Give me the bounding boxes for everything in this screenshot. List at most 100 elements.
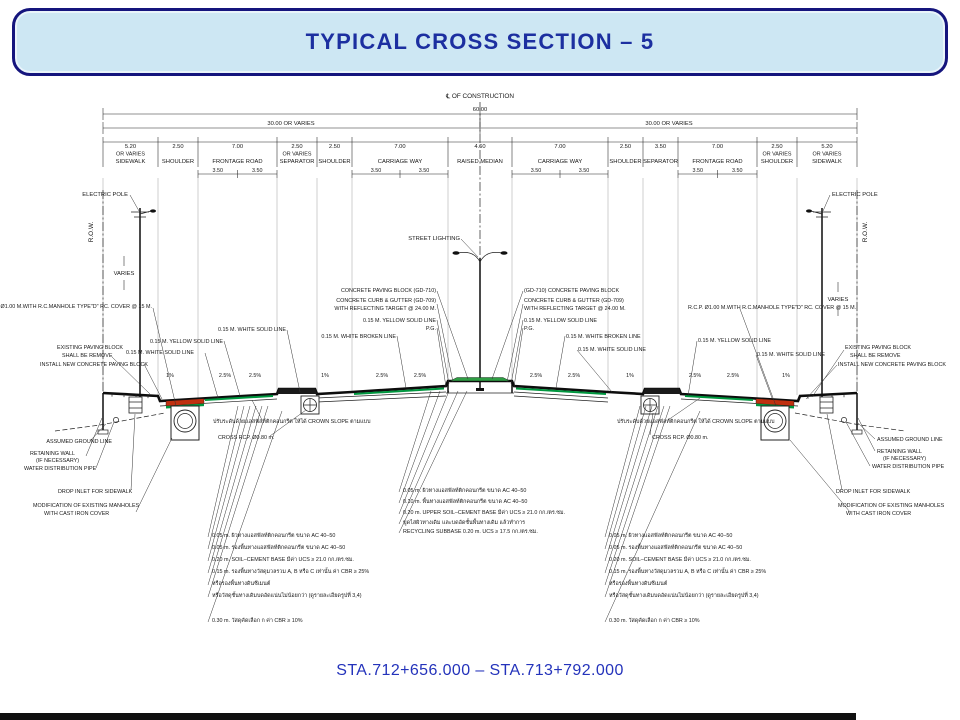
varies-label-left: VARIES <box>114 271 135 277</box>
existing-paving-label-right-2: SHALL BE REMOVE <box>850 353 901 359</box>
dim-lane-half: 3.50 <box>579 168 590 174</box>
slope-label: 2.5% <box>219 373 231 379</box>
drop-inlet-label-right: DROP INLET FOR SIDEWALK <box>836 489 911 495</box>
install-new-label-right: INSTALL NEW CONCRETE PAVING BLOCK <box>838 362 946 368</box>
dim-seg-name: SHOULDER <box>318 159 350 165</box>
electric-pole-left <box>131 208 156 398</box>
construction-cl-label: ℄ OF CONSTRUCTION <box>445 93 514 100</box>
dim-seg-w: 3.50 <box>655 144 666 150</box>
manhole-mod-label-left-2: WITH CAST IRON COVER <box>44 511 109 517</box>
retaining-wall-label-left-1: RETAINING WALL <box>30 451 75 457</box>
white-solid-label-right-outer: 0.15 M. WHITE SOLID LINE <box>757 352 825 358</box>
pavement-note: 0.05 m. ผิวทางแอสฟัลท์ติกคอนกรีต ขนาด AC… <box>609 532 732 539</box>
dim-seg-w: 7.00 <box>712 144 723 150</box>
dim-seg-name: FRONTAGE ROAD <box>212 159 262 165</box>
curb-gutter-label-left-2: WITH REFLECTING TARGET @ 24.00 M. <box>334 306 436 312</box>
paving-block-label-right: (GD-710) CONCRETE PAVING BLOCK <box>524 288 619 294</box>
manhole-mod-label-right-2: WITH CAST IRON COVER <box>846 511 911 517</box>
stack-leader-lines <box>207 390 701 623</box>
rc-manhole-right <box>760 405 790 441</box>
dim-seg-w: 2.50 <box>291 144 302 150</box>
yellow-solid-label-right-outer: 0.15 M. YELLOW SOLID LINE <box>698 338 771 344</box>
extension-lines <box>102 178 858 398</box>
dim-half-right: 30.00 OR VARIES <box>645 121 692 127</box>
pavement-note: ขูดไสผิวทางเดิม และบดอัดชั้นพื้นทางเดิม … <box>403 518 525 526</box>
assumed-ground-label-right: ASSUMED GROUND LINE <box>877 437 943 443</box>
dim-seg-name: SHOULDER <box>162 159 194 165</box>
dim-seg-name: CARRIAGE WAY <box>378 159 423 165</box>
dim-seg-sub: OR VARIES <box>763 152 792 158</box>
drop-inlet-right <box>819 396 834 414</box>
rcp-manhole-label-right: R.C.P. Ø1.00 M.WITH R.C.MANHOLE TYPE"D" … <box>688 305 856 311</box>
dim-lane-half: 3.50 <box>693 168 704 174</box>
pavement-note: หรือรองพื้นทางดินซีเมนต์ <box>212 579 271 587</box>
dim-seg-name: CARRIAGE WAY <box>538 159 583 165</box>
slope-label: 2.5% <box>530 373 542 379</box>
water-pipe-left <box>113 417 119 423</box>
dim-seg-sub: OR VARIES <box>283 152 312 158</box>
cross-rcp-box-left <box>300 395 320 415</box>
white-solid-label-left-outer: 0.15 M. WHITE SOLID LINE <box>126 350 194 356</box>
install-new-label-left: INSTALL NEW CONCRETE PAVING BLOCK <box>40 362 148 368</box>
pavement-note: 0.15 m. รองพื้นทางวัสดุมวลรวม A, B หรือ … <box>609 567 766 575</box>
dim-lane-half: 3.50 <box>213 168 224 174</box>
cross-rcp-label-right: CROSS RCP. Ø0.80 m. <box>652 435 709 441</box>
curb-gutter-label-right-1: CONCRETE CURB & GUTTER (GD-709) <box>524 298 624 304</box>
cross-rcp-box-right <box>640 395 660 415</box>
pavement-note: RECYCLING SUBBASE 0.20 m. UCS ≥ 17.5 กก.… <box>403 528 538 535</box>
pavement-note: 0.05 m. รองพื้นทางแอสฟัลท์ติกคอนกรีต ขนา… <box>609 543 742 551</box>
manhole-mod-label-left-1: MODIFICATION OF EXISTING MANHOLES <box>33 503 140 509</box>
page-title: TYPICAL CROSS SECTION – 5 <box>305 29 655 54</box>
dim-seg-w: 7.00 <box>554 144 565 150</box>
dim-seg-name: SHOULDER <box>761 159 793 165</box>
wall-footing-left <box>97 429 109 435</box>
pavement-note: หรือรองพื้นทางดินซีเมนต์ <box>609 579 668 587</box>
pavement-note: 0.20 m. UPPER SOIL–CEMENT BASE มีค่า UCS… <box>403 509 565 516</box>
pg-label-right: P.G. <box>524 326 534 332</box>
paving-block-label-left: CONCRETE PAVING BLOCK (GD-710) <box>341 288 436 294</box>
yellow-solid-label-left: 0.15 M. YELLOW SOLID LINE <box>363 318 436 324</box>
existing-paving-label-left-2: SHALL BE REMOVE <box>62 353 113 359</box>
lane-dim-lines <box>197 170 758 178</box>
dim-seg-w: 2.50 <box>172 144 183 150</box>
retaining-wall-label-right-2: (IF NECESSARY) <box>883 456 926 462</box>
white-broken-label-left: 0.15 M. WHITE BROKEN LINE <box>321 334 396 340</box>
water-pipe-right <box>841 417 847 423</box>
yellow-solid-label-left-outer: 0.15 M. YELLOW SOLID LINE <box>150 339 223 345</box>
slope-label: 2.5% <box>727 373 739 379</box>
leader-lines <box>85 194 876 513</box>
slope-label: 1% <box>321 373 329 379</box>
white-solid-label-right: 0.15 M. WHITE SOLID LINE <box>578 347 646 353</box>
wall-footing-right <box>851 429 863 435</box>
existing-paving-label-left-1: EXISTING PAVING BLOCK <box>57 345 123 351</box>
pavement-note: 0.10 m. พื้นทางแอสฟัลท์ติกคอนกรีต ขนาด A… <box>403 497 527 505</box>
title-banner: TYPICAL CROSS SECTION – 5 <box>12 8 948 76</box>
dim-seg-name: SEPARATOR <box>280 159 315 165</box>
pavement-note: 0.05 m. ผิวทางแอสฟัลท์ติกคอนกรีต ขนาด AC… <box>403 487 526 494</box>
segment-ticks <box>102 137 858 167</box>
assumed-ground-label-left: ASSUMED GROUND LINE <box>46 439 112 445</box>
dim-seg-w: 5.20 <box>821 144 832 150</box>
retaining-wall-label-left-2: (IF NECESSARY) <box>36 458 79 464</box>
row-lines <box>102 190 858 404</box>
electric-pole-label-right: ELECTRIC POLE <box>832 192 878 198</box>
pavement-note: 0.30 m. วัสดุคัดเลือก ก ค่า CBR ≥ 10% <box>609 617 700 624</box>
dim-lane-half: 3.50 <box>531 168 542 174</box>
dim-seg-sub: OR VARIES <box>116 152 145 158</box>
separator-island-left <box>277 388 317 394</box>
assumed-ground-line-left <box>54 412 166 432</box>
slope-label: 2.5% <box>689 373 701 379</box>
dim-seg-sub: OR VARIES <box>813 152 842 158</box>
dim-seg-w: 2.50 <box>771 144 782 150</box>
separator-island-right <box>643 388 681 394</box>
subbase-lines <box>159 391 799 407</box>
dim-lane-half: 3.50 <box>732 168 743 174</box>
curb-gutter-label-right-2: WITH REFLECTING TARGET @ 24.00 M. <box>524 306 626 312</box>
dim-lane-half: 3.50 <box>419 168 430 174</box>
pg-label-left: P.G. <box>426 326 436 332</box>
pavement-note: หรือวัสดุชั้นทางเดิมบดอัดแน่นไม่น้อยกว่า… <box>212 591 362 599</box>
dim-seg-w: 2.50 <box>620 144 631 150</box>
varies-label-right: VARIES <box>828 297 849 303</box>
pavement-note: 0.05 m. รองพื้นทางแอสฟัลท์ติกคอนกรีต ขนา… <box>212 543 345 551</box>
dim-seg-w: 7.00 <box>232 144 243 150</box>
